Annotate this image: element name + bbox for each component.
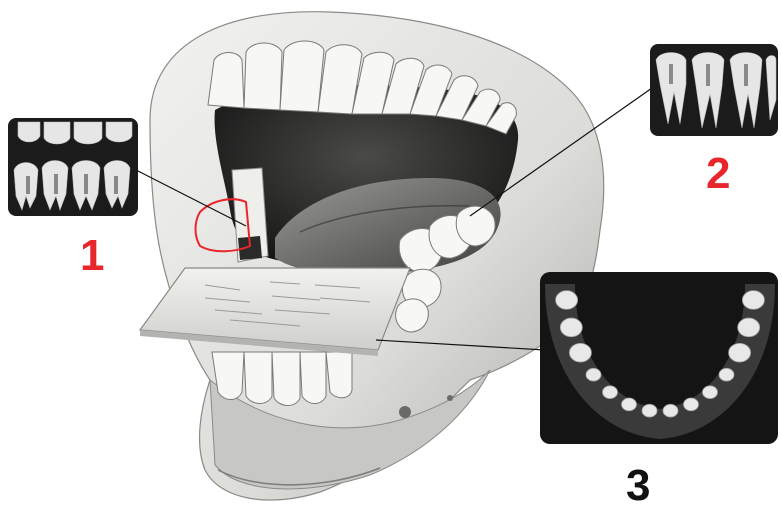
arch-tooth xyxy=(703,386,718,399)
skull-illustration xyxy=(140,12,604,500)
arch-tooth xyxy=(603,386,618,399)
arch-tooth xyxy=(663,404,678,417)
arch-tooth xyxy=(560,318,582,337)
callout-number-1: 1 xyxy=(80,231,104,280)
arch-tooth xyxy=(719,368,734,381)
arch-tooth xyxy=(729,343,751,362)
arch-tooth xyxy=(742,291,764,310)
xray-thumbnail-3 xyxy=(540,272,778,444)
callout-number-2: 2 xyxy=(706,149,730,198)
arch-tooth xyxy=(622,398,637,411)
occlusal-film xyxy=(140,268,410,356)
mental-foramen xyxy=(399,406,411,418)
arch-tooth xyxy=(684,398,699,411)
arch-tooth xyxy=(569,343,591,362)
arch-tooth xyxy=(586,368,601,381)
xray-thumbnail-1 xyxy=(8,118,138,216)
arch-tooth xyxy=(642,404,657,417)
mental-foramen-small xyxy=(447,395,453,401)
arch-tooth xyxy=(738,318,760,337)
arch-tooth xyxy=(556,291,578,310)
callout-number-3: 3 xyxy=(626,461,650,506)
xray-thumbnail-2 xyxy=(650,44,778,136)
